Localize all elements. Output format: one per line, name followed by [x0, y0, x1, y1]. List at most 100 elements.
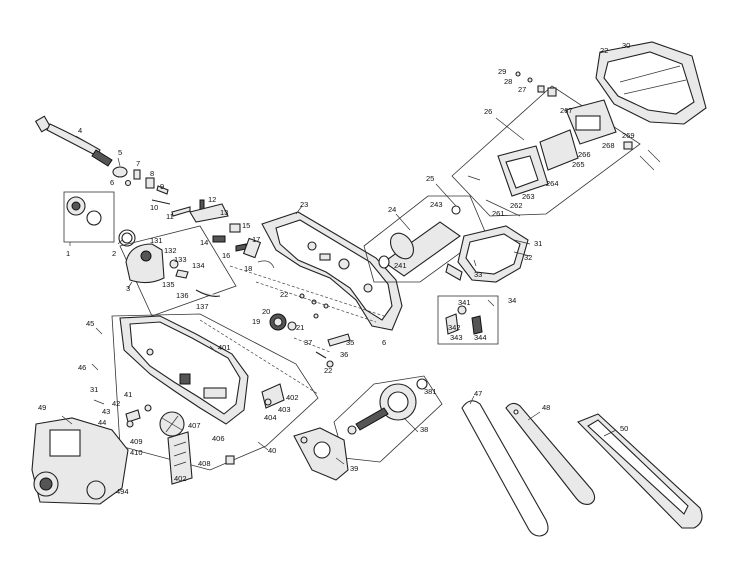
label-20: 20	[262, 307, 270, 316]
label-46: 46	[78, 363, 86, 372]
label-3: 3	[126, 284, 130, 293]
label-267: 267	[560, 106, 573, 115]
part-group-box-26	[451, 85, 641, 217]
label-494: 494	[116, 487, 129, 496]
leader-lines	[61, 117, 617, 465]
label-48: 48	[542, 403, 550, 412]
label-50: 50	[620, 424, 628, 433]
label-264: 264	[546, 179, 559, 188]
callout-labels: 4 5 6 7 8 9 10 11 12 13 14 15 16 17 18 1…	[38, 41, 635, 496]
armature	[383, 221, 461, 277]
label-8: 8	[150, 169, 154, 178]
label-23: 23	[300, 200, 308, 209]
label-28: 28	[504, 77, 512, 86]
part-group-box-3	[119, 225, 237, 317]
label-404: 404	[264, 413, 277, 422]
label-6: 6	[110, 178, 114, 187]
label-13: 13	[220, 208, 228, 217]
part-group-box-40	[111, 313, 319, 471]
label-19: 19	[252, 317, 260, 326]
label-2: 2	[112, 249, 116, 258]
label-31-right: 31	[534, 239, 542, 248]
cord-grommet	[112, 166, 128, 178]
part-group-box-1	[63, 191, 115, 243]
label-38: 38	[420, 425, 428, 434]
label-6b: 6	[382, 338, 386, 347]
label-47: 47	[474, 389, 482, 398]
power-cord	[34, 115, 113, 167]
screws-27-29	[515, 71, 545, 93]
label-4: 4	[78, 126, 82, 135]
label-37: 37	[304, 338, 312, 347]
parts-35-37	[315, 333, 351, 368]
label-5: 5	[118, 148, 122, 157]
label-44: 44	[98, 418, 106, 427]
label-131: 131	[150, 236, 163, 245]
label-14: 14	[200, 238, 208, 247]
label-17: 17	[252, 235, 260, 244]
label-29: 29	[498, 67, 506, 76]
label-342: 342	[448, 323, 461, 332]
label-268: 268	[602, 141, 615, 150]
label-132: 132	[164, 246, 177, 255]
label-241: 241	[394, 261, 407, 270]
label-263: 263	[522, 192, 535, 201]
label-15: 15	[242, 221, 250, 230]
label-43: 43	[102, 407, 110, 416]
label-31-left: 31	[90, 385, 98, 394]
screws-6-10	[124, 169, 171, 205]
label-39: 39	[350, 464, 358, 473]
label-243: 243	[430, 200, 443, 209]
label-25: 25	[426, 174, 434, 183]
label-406: 406	[212, 434, 225, 443]
label-24: 24	[388, 205, 396, 214]
cover-plate	[167, 431, 193, 485]
label-133: 133	[174, 255, 187, 264]
label-49: 49	[38, 403, 46, 412]
small-components-14-18	[212, 223, 275, 269]
screw-31-left	[93, 399, 105, 405]
label-34: 34	[508, 296, 516, 305]
label-134: 134	[192, 261, 205, 270]
label-21: 21	[296, 323, 304, 332]
label-45: 45	[86, 319, 94, 328]
label-33: 33	[474, 270, 482, 279]
label-18: 18	[244, 264, 252, 273]
part-group-box-34	[437, 295, 499, 345]
guide-bar	[505, 402, 596, 505]
label-261: 261	[492, 209, 505, 218]
label-7: 7	[136, 159, 140, 168]
label-135: 135	[162, 280, 175, 289]
oil-tank	[125, 243, 165, 284]
stator-core	[539, 129, 579, 171]
label-22-mid: 22	[280, 290, 288, 299]
screw-46	[91, 363, 99, 371]
label-408: 408	[198, 459, 211, 468]
label-12: 12	[208, 195, 216, 204]
label-11: 11	[166, 212, 174, 221]
label-26: 26	[484, 107, 492, 116]
label-36: 36	[340, 350, 348, 359]
label-42: 42	[112, 399, 120, 408]
label-262: 262	[510, 201, 523, 210]
label-402-bottom: 402	[174, 474, 187, 483]
label-403: 403	[278, 405, 291, 414]
label-407: 407	[188, 421, 201, 430]
label-341: 341	[458, 298, 471, 307]
label-10: 10	[150, 203, 158, 212]
switch-lever-assembly	[171, 199, 229, 223]
alignment-lines	[199, 265, 385, 395]
screw-45	[95, 327, 103, 335]
label-265: 265	[572, 160, 585, 169]
label-40: 40	[268, 446, 276, 455]
label-409: 409	[130, 437, 143, 446]
label-35: 35	[346, 338, 354, 347]
label-402-top: 402	[286, 393, 299, 402]
label-401: 401	[218, 343, 231, 352]
saw-chain	[461, 400, 549, 537]
label-137: 137	[196, 302, 209, 311]
label-22-top: 22	[600, 46, 608, 55]
label-266: 266	[578, 150, 591, 159]
label-343: 343	[450, 333, 463, 342]
